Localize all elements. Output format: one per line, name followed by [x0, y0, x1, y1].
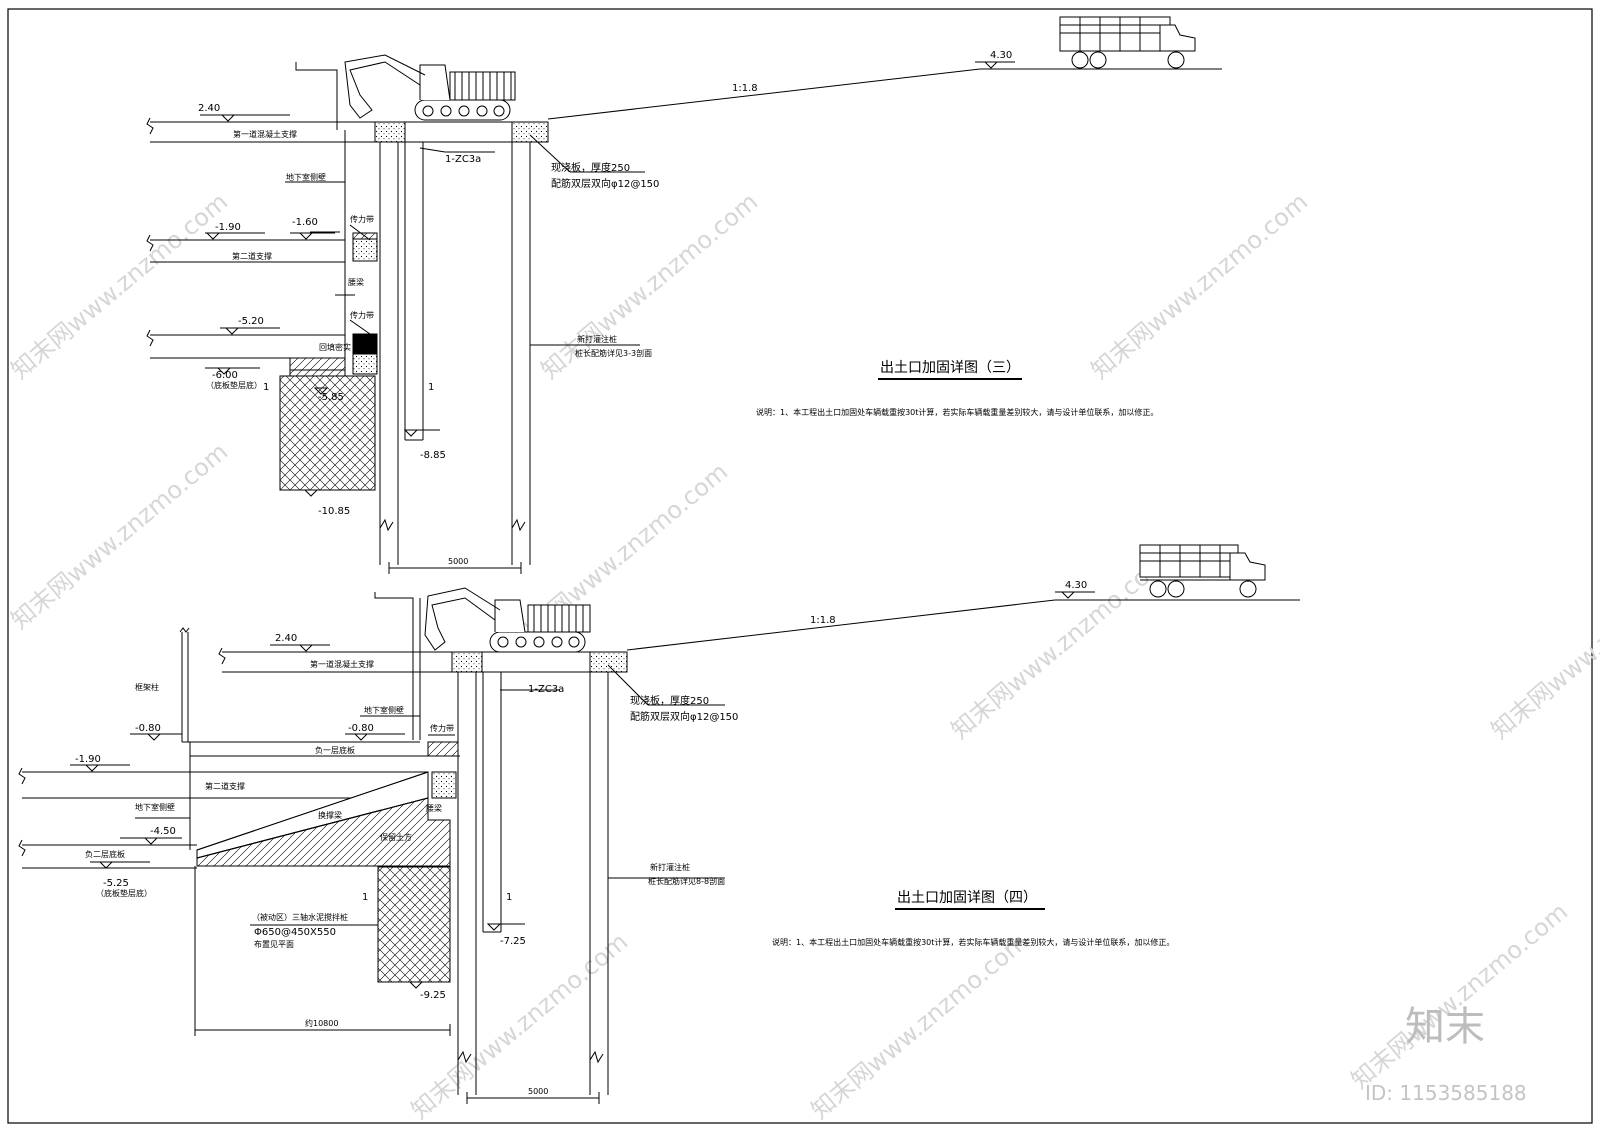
label-slab-thickness: 现浇板，厚度250 — [630, 694, 709, 707]
label-second-support: 第二道支撑 — [205, 781, 245, 791]
watermark-text: 知末网www.znzmo.com — [6, 438, 233, 635]
dim-width: 约10800 — [305, 1018, 338, 1028]
drawing-frame — [7, 8, 1593, 1124]
detail-note: 说明：1、本工程出土口加固处车辆载重按30t计算，若实际车辆载重量差别较大，请与… — [772, 937, 1174, 947]
label-side-wall: 地下室侧壁 — [286, 172, 326, 182]
slope-ratio: 1:1.8 — [732, 83, 758, 94]
truck-icon — [1139, 544, 1266, 598]
label-diag-brace: 换撑梁 — [318, 810, 342, 820]
elev-left-minus080: -0.80 — [135, 723, 161, 734]
elev-second-support: -1.90 — [215, 222, 241, 233]
label-mix-pile-layout: 布置见平面 — [254, 939, 294, 949]
label-slab-rebar: 配筋双层双向φ12@150 — [551, 177, 659, 190]
label-new-pile: 新打灌注桩 — [577, 334, 617, 344]
label-slab-thickness: 现浇板，厚度250 — [551, 161, 630, 174]
elev-base: -5.25 — [103, 878, 129, 889]
brand-logo: 知末 — [1405, 1004, 1485, 1050]
watermark-text: 知末网www.znzmo.com — [1486, 548, 1600, 745]
elev-first-support: 2.40 — [275, 633, 297, 644]
detail-note: 说明：1、本工程出土口加固处车辆载重按30t计算，若实际车辆载重量差别较大，请与… — [756, 407, 1158, 417]
elev-base-note: （底板垫层底） — [96, 888, 152, 898]
retaining-wall — [295, 62, 338, 130]
pile-mark-right: 1 — [428, 382, 434, 393]
label-backfill: 回填密实 — [319, 342, 351, 352]
slope-line — [626, 599, 1056, 651]
label-reserved-soil: 保留土方 — [380, 832, 412, 842]
elev-base-note: （底板垫层底） — [206, 380, 262, 390]
label-first-support: 第一道混凝土支撑 — [310, 659, 374, 669]
excavator-icon — [424, 587, 591, 653]
label-force-belt: 传力带 — [350, 214, 374, 224]
excavator-icon — [344, 54, 516, 121]
label-zc: 1-ZC3a — [445, 154, 481, 165]
truck-icon — [1059, 16, 1196, 69]
label-force-belt: 传力带 — [430, 723, 454, 733]
elev-first-support: 2.40 — [198, 103, 220, 114]
label-force-belt-2: 传力带 — [350, 310, 374, 320]
elev-base: -6.00 — [212, 370, 238, 381]
watermark-text: 知末网www.znzmo.com — [946, 548, 1173, 745]
elev-belt-top: -1.60 — [292, 217, 318, 228]
elev-right-minus080: -0.80 — [348, 723, 374, 734]
label-first-support: 第一道混凝土支撑 — [233, 129, 297, 139]
watermark-text: 知末网www.znzmo.com — [1086, 188, 1313, 385]
detail-3 — [146, 16, 1222, 574]
dim-span: 5000 — [528, 1087, 548, 1096]
elev-pile-bottom: -7.25 — [500, 936, 526, 947]
elev-pile-bottom: -8.85 — [420, 450, 446, 461]
label-mix-pile-spec: Φ650@450X550 — [254, 927, 336, 938]
detail-4 — [18, 544, 1300, 1104]
pile-mark-right: 1 — [506, 892, 512, 903]
label-zc: 1-ZC3a — [528, 684, 564, 695]
elev-third-level: -4.50 — [150, 826, 176, 837]
elev-top-ground: 4.30 — [1065, 580, 1087, 591]
slope-ratio: 1:1.8 — [810, 615, 836, 626]
label-b1-slab: 负一层底板 — [315, 745, 355, 755]
mixing-pile — [377, 866, 451, 983]
dim-span: 5000 — [448, 557, 468, 566]
watermark-text: 知末网www.znzmo.com — [806, 928, 1033, 1125]
elev-third-level: -5.20 — [238, 316, 264, 327]
elev-mix-mid: -5.85 — [318, 392, 344, 403]
label-waist-beam: 腰梁 — [348, 278, 364, 287]
detail-title: 出土口加固详图（四） — [897, 890, 1037, 906]
label-b2-slab: 负二层底板 — [85, 849, 125, 859]
watermark-text: 知末网www.znzmo.com — [1346, 898, 1573, 1095]
detail-4-text: 4.30 1:1.8 2.40 第一道混凝土支撑 1-ZC3a 现浇板，厚度25… — [75, 580, 1174, 1096]
detail-title: 出土口加固详图（三） — [880, 360, 1020, 376]
image-id: ID: 1153585188 — [1365, 1081, 1527, 1105]
label-new-pile-detail: 桩长配筋详见8-8剖面 — [648, 876, 725, 886]
pile-mark-left: 1 — [362, 892, 368, 903]
elev-second-support: -1.90 — [75, 754, 101, 765]
elev-mix-bottom: -10.85 — [318, 506, 350, 517]
label-second-support: 第二道支撑 — [232, 251, 272, 261]
label-frame-column: 框架柱 — [135, 682, 159, 692]
slope-line — [547, 68, 981, 120]
label-side-wall-top: 地下室侧壁 — [364, 705, 404, 715]
mixing-pile — [279, 375, 376, 491]
label-new-pile: 新打灌注桩 — [650, 862, 690, 872]
label-waist-beam: 腰梁 — [426, 804, 442, 813]
label-slab-rebar: 配筋双层双向φ12@150 — [630, 710, 738, 723]
elev-mix-bottom: -9.25 — [420, 990, 446, 1001]
label-side-wall-left: 地下室侧壁 — [135, 802, 175, 812]
elev-top-ground: 4.30 — [990, 50, 1012, 61]
detail-3-text: 4.30 1:1.8 2.40 第一道混凝土支撑 1-ZC3a 现浇板，厚度25… — [198, 50, 1158, 566]
pile-mark-left: 1 — [263, 382, 269, 393]
label-mix-pile: （被动区）三轴水泥搅拌桩 — [252, 912, 348, 922]
watermark-text: 知末网www.znzmo.com — [6, 188, 233, 385]
label-new-pile-detail: 桩长配筋详见3-3剖面 — [575, 348, 652, 358]
